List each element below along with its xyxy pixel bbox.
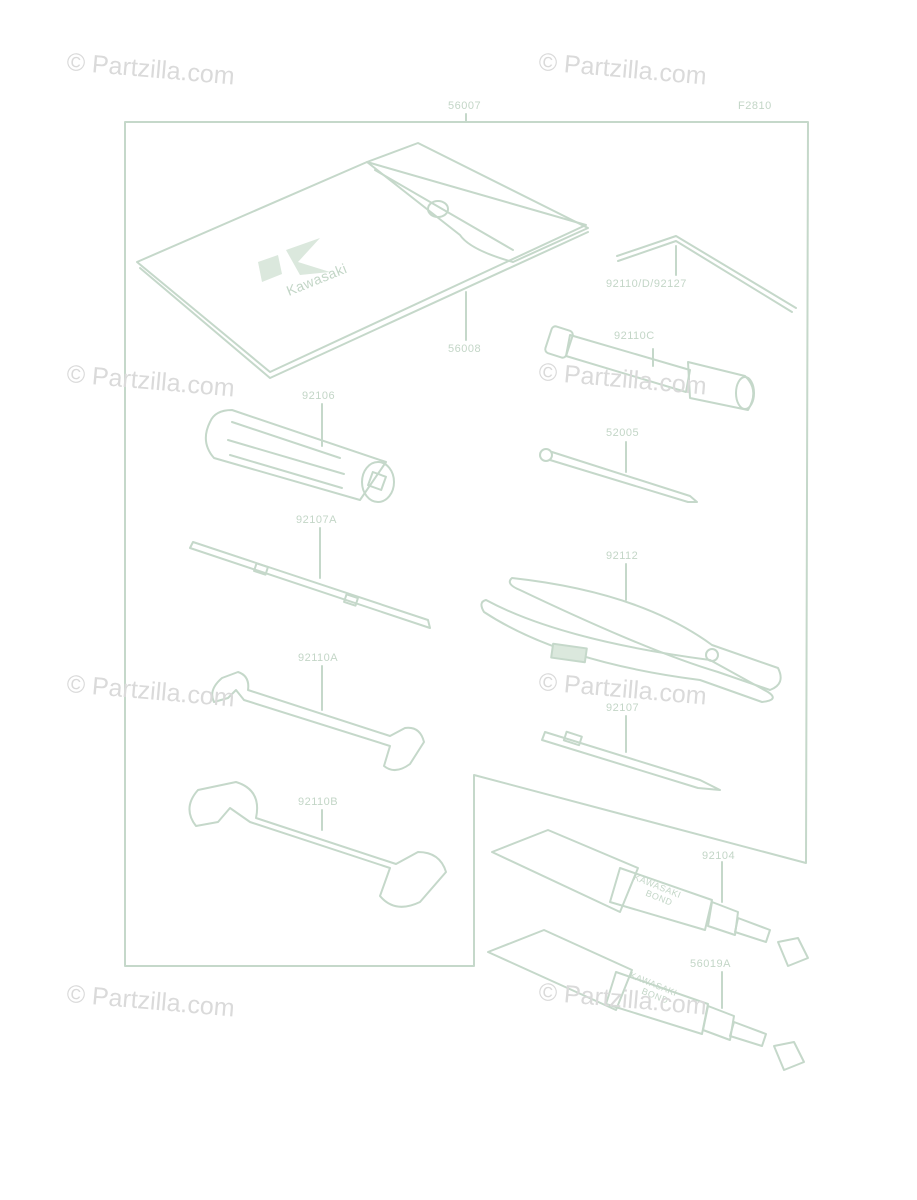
- screwdriver-bit-92107a: [189, 527, 431, 629]
- tool-pouch: [136, 142, 589, 379]
- part-label-92107: 92107: [606, 702, 640, 714]
- wrench-92110b: [188, 781, 447, 908]
- part-label-92106: 92106: [302, 390, 336, 402]
- part-label-92110b: 92110B: [298, 796, 339, 808]
- part-label-56008: 56008: [448, 343, 482, 355]
- part-label-92110c: 92110C: [614, 330, 655, 342]
- part-label-52005: 52005: [606, 427, 640, 439]
- screwdriver-92107: [541, 715, 721, 791]
- part-label-92112: 92112: [606, 550, 639, 562]
- spark-gauge: [539, 441, 698, 503]
- part-label-92110a: 92110A: [298, 652, 339, 664]
- part-label-56007: 56007: [448, 100, 482, 112]
- pliers: [480, 563, 782, 703]
- part-label-92110d: 92110/D/92127: [606, 278, 687, 290]
- hex-key: [616, 235, 797, 313]
- part-label-56019a: 56019A: [690, 958, 731, 970]
- screwdriver-handle: [204, 403, 395, 503]
- plug-wrench: [544, 325, 755, 411]
- part-label-92104: 92104: [702, 850, 736, 862]
- wrench-92110a: [211, 665, 425, 771]
- figure-code: F2810: [738, 100, 772, 112]
- bond-tube-92104: [491, 829, 809, 967]
- part-label-92107a: 92107A: [296, 514, 337, 526]
- kit-boundary-line: [124, 121, 809, 967]
- bond-tube-56019a: [487, 929, 805, 1071]
